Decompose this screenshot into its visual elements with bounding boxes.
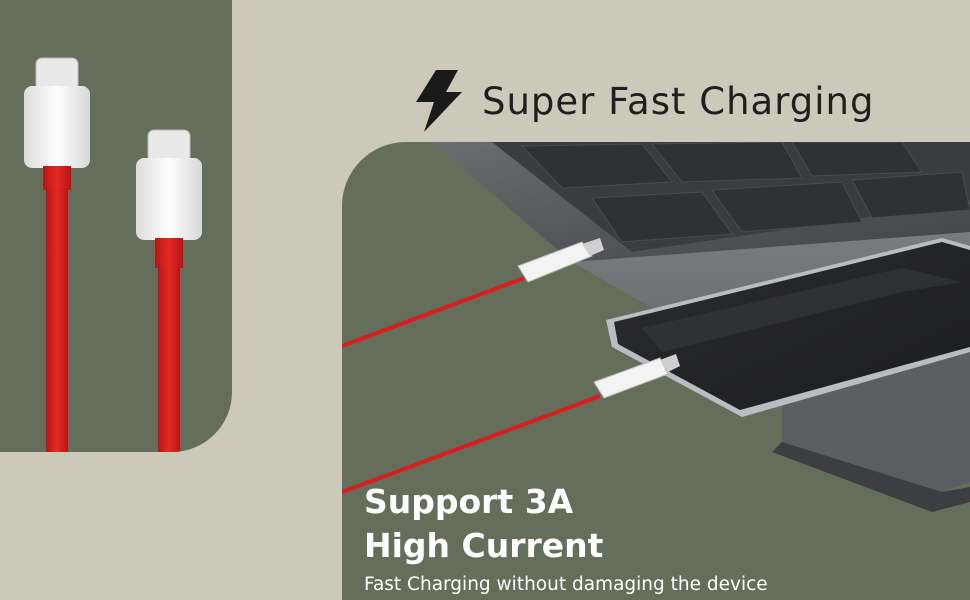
headline: Super Fast Charging xyxy=(412,66,875,136)
headline-text: Super Fast Charging xyxy=(482,79,875,123)
laptop-phone-charging-image xyxy=(342,142,970,512)
caption-line-2: High Current xyxy=(364,526,604,565)
lightning-bolt-icon xyxy=(416,70,462,132)
usb-c-connector-left xyxy=(24,57,90,452)
caption-line-1: Support 3A xyxy=(364,482,574,521)
usb-c-cable-phone xyxy=(342,354,680,494)
charging-scene-panel xyxy=(342,142,970,600)
caption-subtitle: Fast Charging without damaging the devic… xyxy=(364,574,768,595)
usb-c-cable-laptop xyxy=(342,238,604,348)
cable-product-panel xyxy=(0,0,232,452)
caption: Support 3A High Current Fast Charging wi… xyxy=(364,480,768,595)
usb-c-cables-image xyxy=(24,57,202,452)
smartphone xyxy=(606,238,970,417)
usb-c-connector-right xyxy=(136,129,202,452)
